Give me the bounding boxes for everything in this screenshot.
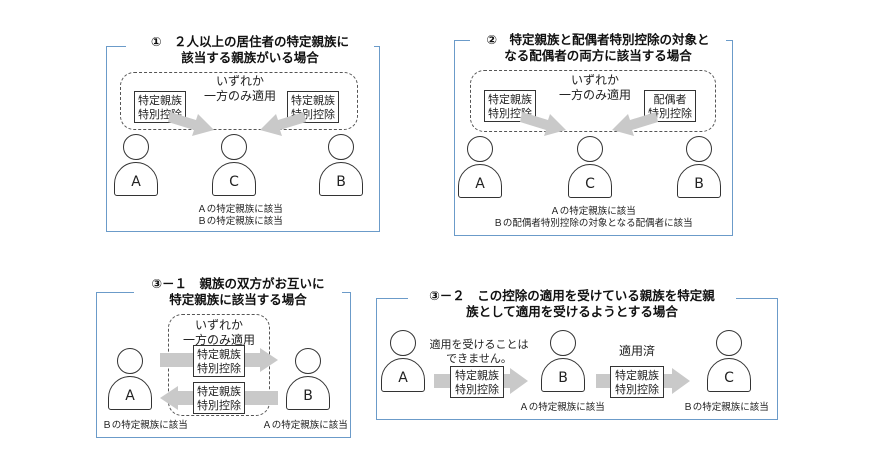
panel-4-title: ③－２ この控除の適用を受けている親族を特定親 族として適用を受けるようとする場…: [408, 288, 736, 320]
person-b: B: [286, 348, 330, 410]
panel-4-note-right: Ｂの特定親族に該当: [683, 402, 769, 413]
panel-4-note-mid: Ａの特定親族に該当: [519, 402, 605, 413]
panel-3-title: ③－１ 親族の双方がお互いに 特定親族に該当する場合: [134, 276, 342, 308]
panel-2-center-text: いずれか 一方のみ適用: [558, 73, 631, 102]
person-c: C: [568, 136, 612, 198]
person-c: C: [707, 330, 751, 392]
person-a: A: [381, 330, 425, 392]
person-c: C: [212, 134, 256, 196]
panel-3-center-text: いずれか 一方のみ適用: [182, 318, 255, 347]
panel-1-dashed-group: [120, 72, 358, 130]
panel-3-note-right: Ａの特定親族に該当: [262, 420, 348, 431]
panel-2-note: Ａの特定親族に該当 Ｂの配偶者特別控除の対象となる配偶者に該当: [493, 206, 693, 229]
person-b: B: [677, 136, 721, 198]
panel-3-note-left: Ｂの特定親族に該当: [102, 420, 188, 431]
panel-2-arrow-right: [612, 112, 658, 136]
panel-2-box-left: 特定親族 特別控除: [484, 90, 536, 122]
panel-1-note: Ａの特定親族に該当 Ｂの特定親族に該当: [197, 204, 283, 227]
person-b: B: [541, 330, 585, 392]
panel-3-box-top: 特定親族 特別控除: [193, 345, 245, 377]
panel-1-title: ① ２人以上の居住者の特定親族に 該当する親族がいる場合: [126, 34, 374, 66]
panel-4-box-left: 特定親族 特別控除: [450, 366, 504, 398]
panel-1-arrow-left: [168, 112, 214, 136]
panel-4-label-right: 適用済: [618, 344, 655, 358]
person-a: A: [114, 134, 158, 196]
panel-3-box-bottom: 特定親族 特別控除: [193, 382, 245, 414]
panel-1-center-text: いずれか 一方のみ適用: [203, 74, 276, 103]
panel-1-arrow-right: [260, 112, 306, 136]
panel-2-title: ② 特定親族と配偶者特別控除の対象と なる配偶者の両方に該当する場合: [470, 32, 726, 64]
panel-4-label-left: 適用を受けることは できません。: [429, 338, 529, 365]
panel-2-arrow-left: [520, 112, 566, 136]
panel-4-box-right: 特定親族 特別控除: [610, 366, 664, 398]
panel-2-dashed-group: [470, 70, 716, 132]
person-a: A: [458, 136, 502, 198]
person-a: A: [108, 348, 152, 410]
panel-2-box-right: 配偶者 特別控除: [644, 90, 696, 122]
person-b: B: [319, 134, 363, 196]
